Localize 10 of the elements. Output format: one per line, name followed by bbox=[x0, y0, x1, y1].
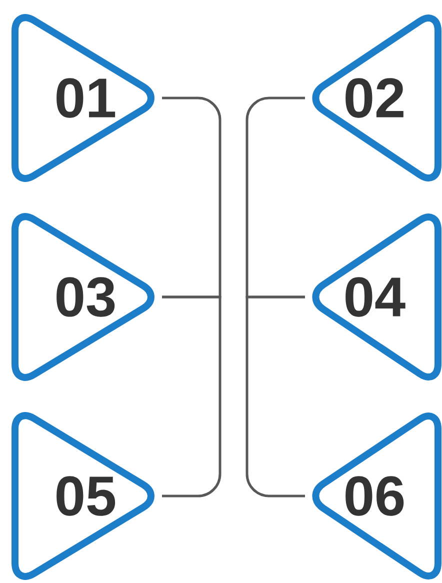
triangle-box: 04 bbox=[312, 214, 442, 380]
connector-line bbox=[162, 96, 222, 298]
triangle-box: 05 bbox=[12, 412, 154, 580]
triangle-box: 02 bbox=[312, 14, 442, 182]
triangle-box: 06 bbox=[312, 412, 442, 580]
connector-line bbox=[162, 296, 222, 498]
connector-line bbox=[246, 296, 305, 498]
connector-line bbox=[246, 96, 305, 298]
triangle-box: 01 bbox=[12, 14, 154, 182]
triangle-box: 03 bbox=[12, 213, 154, 381]
